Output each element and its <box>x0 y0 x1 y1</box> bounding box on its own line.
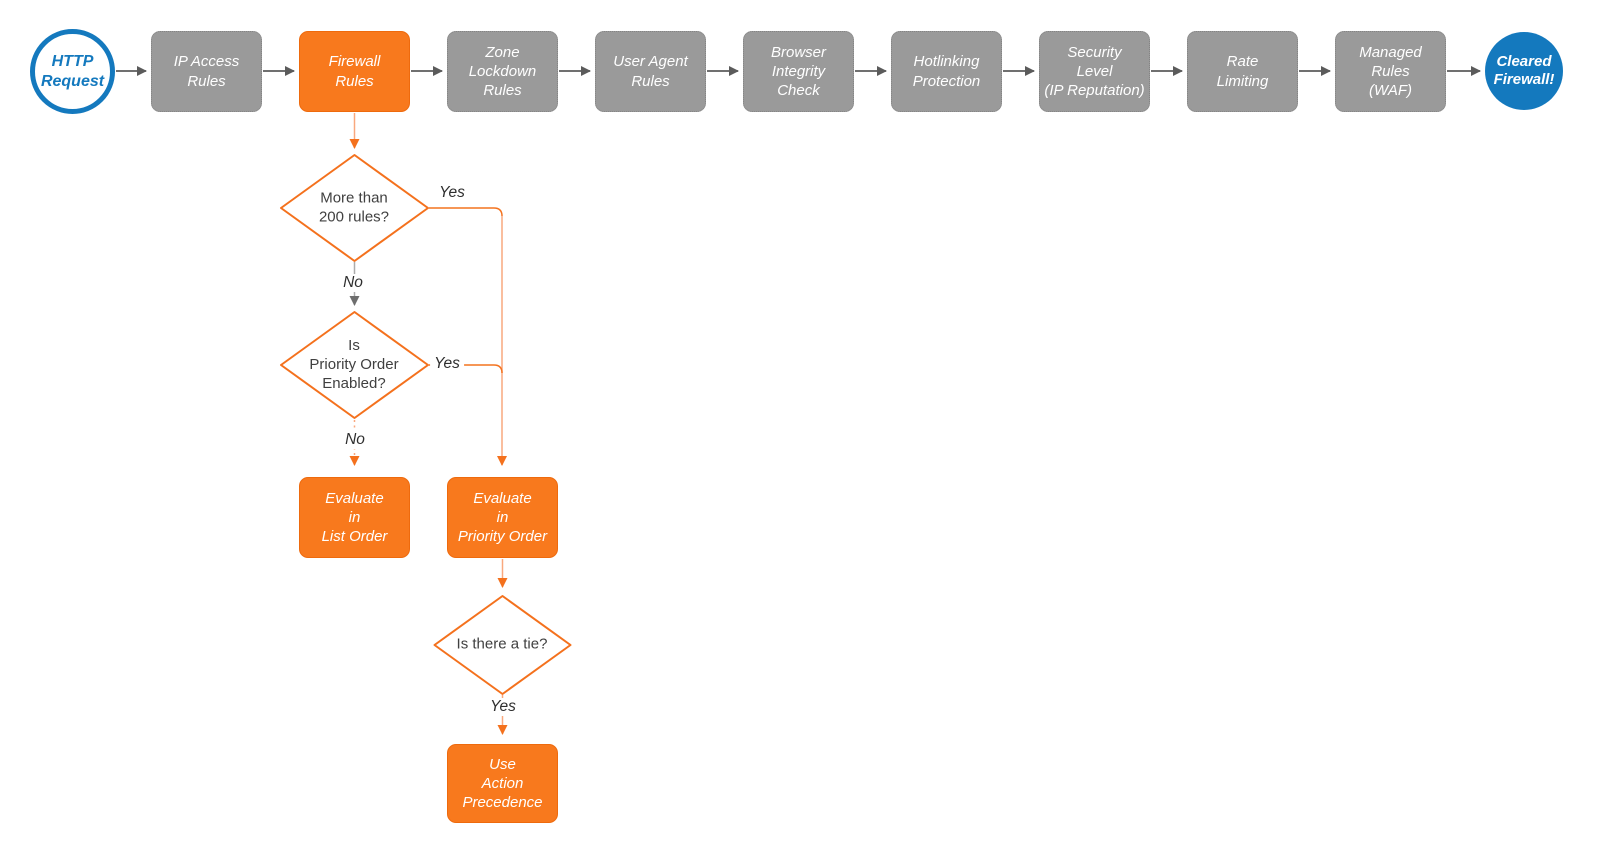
stage-box-user-agent-rules: User Agent Rules <box>595 31 706 112</box>
action-box-use-action-precedence: Use Action Precedence <box>447 744 558 823</box>
decision-text-is-there-a-tie: Is there a tie? <box>456 635 548 653</box>
start-node-http-request: HTTP Request <box>30 29 115 114</box>
stage-box-hotlinking-protection: Hotlinking Protection <box>891 31 1002 112</box>
stage-box-rate-limiting: Rate Limiting <box>1187 31 1298 112</box>
decision-diamond-priority-order-enabled <box>280 311 429 419</box>
decision-text-priority-order-enabled: Is Priority Order Enabled? <box>309 336 399 392</box>
connector-decision-200-yes-elbow <box>429 207 503 217</box>
stage-box-browser-integrity-check: Browser Integrity Check <box>743 31 854 112</box>
action-box-evaluate-in-priority-order: Evaluate in Priority Order <box>447 477 558 558</box>
stage-box-managed-rules-waf: Managed Rules (WAF) <box>1335 31 1446 112</box>
stage-box-ip-access-rules: IP Access Rules <box>151 31 262 112</box>
connector-decision-priority-yes-elbow <box>429 364 503 374</box>
branch-label-yes-tie: Yes <box>486 698 520 716</box>
branch-label-no-priority-order: No <box>341 431 369 449</box>
decision-diamond-is-there-a-tie <box>433 595 572 695</box>
decision-text-more-than-200-rules: More than 200 rules? <box>318 189 390 225</box>
branch-label-no-200-rules: No <box>339 274 367 292</box>
decision-diamond-more-than-200-rules <box>280 154 429 262</box>
end-node-cleared-firewall: Cleared Firewall! <box>1485 32 1563 110</box>
branch-label-yes-200-rules: Yes <box>435 184 469 202</box>
stage-box-firewall-rules: Firewall Rules <box>299 31 410 112</box>
stage-box-zone-lockdown-rules: Zone Lockdown Rules <box>447 31 558 112</box>
action-box-evaluate-in-list-order: Evaluate in List Order <box>299 477 410 558</box>
stage-box-security-level-ip-reputation: Security Level (IP Reputation) <box>1039 31 1150 112</box>
branch-label-yes-priority-order: Yes <box>430 355 464 373</box>
